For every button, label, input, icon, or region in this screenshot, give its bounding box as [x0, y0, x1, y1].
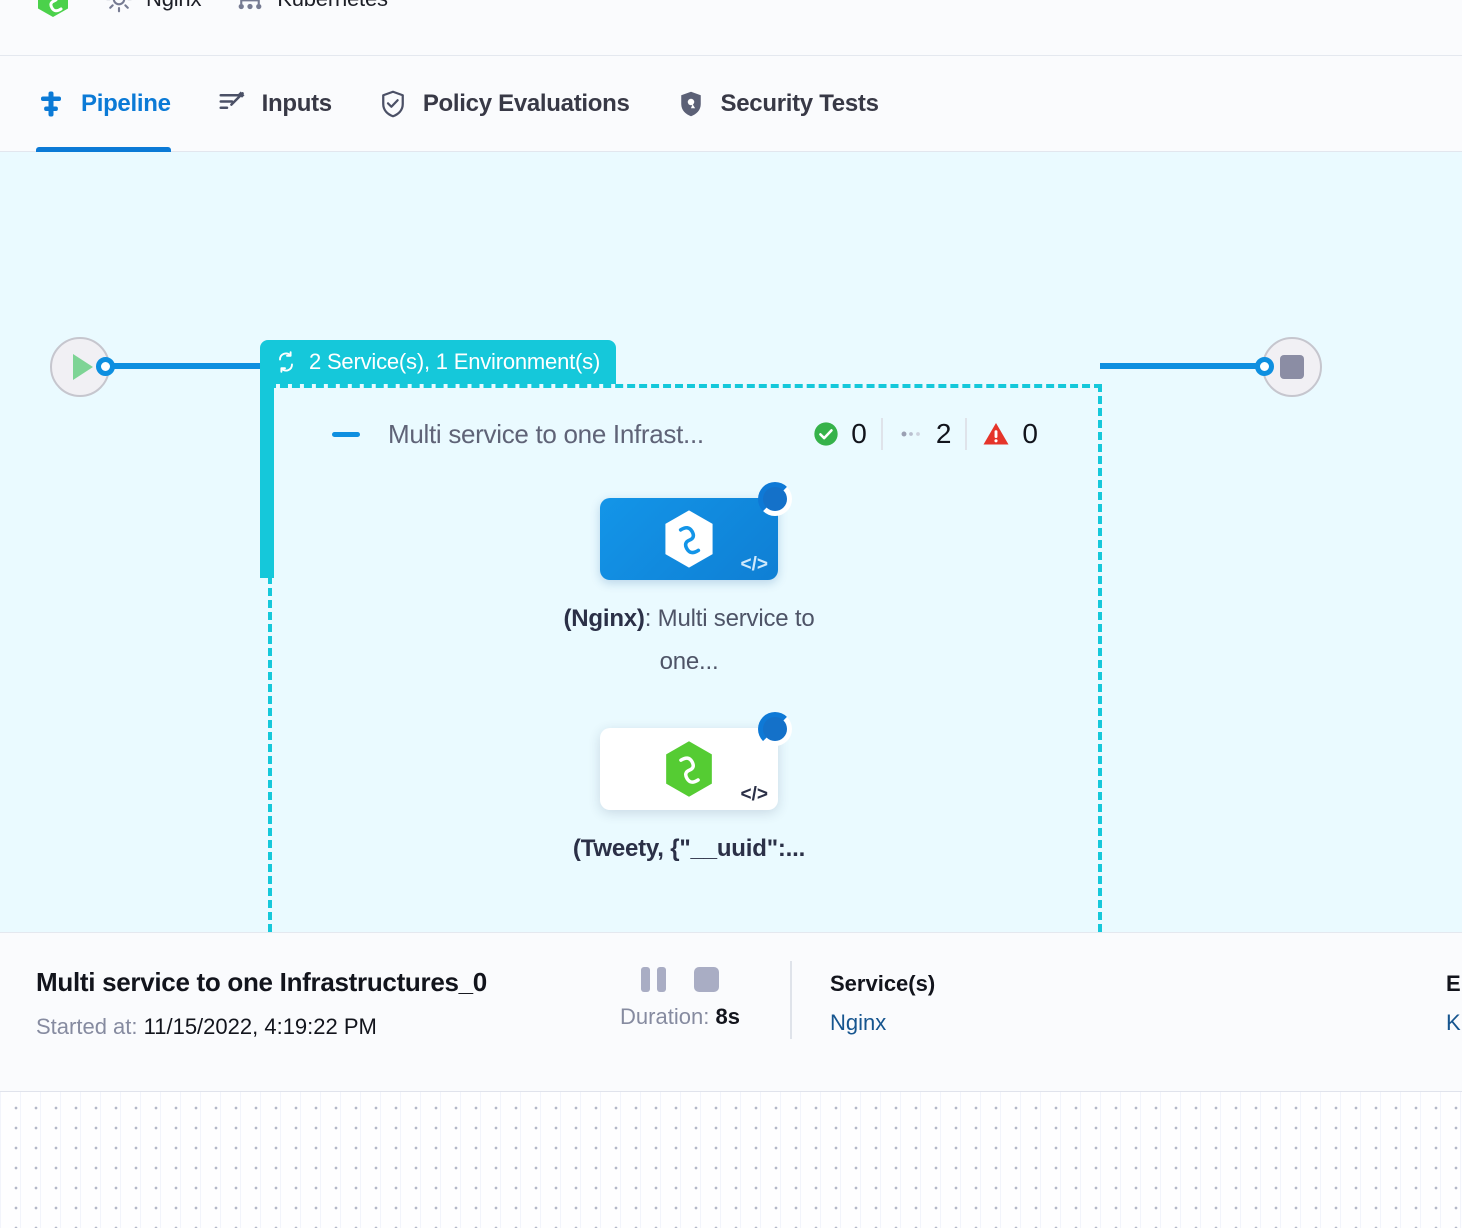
success-check-icon	[814, 422, 838, 446]
pipeline-end-node[interactable]	[1262, 337, 1322, 397]
stop-icon	[1280, 355, 1304, 379]
harness-hexagon-green-icon	[666, 741, 712, 797]
group-badge-label: 2 Service(s), 1 Environment(s)	[309, 349, 601, 374]
playback-controls	[641, 967, 719, 992]
group-container: Multi service to one Infrast... 0	[268, 384, 1102, 932]
duration-label: Duration:	[620, 1004, 710, 1029]
breadcrumb-label: Kubernetes	[277, 0, 388, 12]
connector-line-left	[113, 363, 265, 369]
count-value: 0	[851, 418, 867, 449]
duration-value: 8s	[715, 1004, 740, 1029]
pending-dots-icon	[901, 431, 920, 437]
execution-started: Started at: 11/15/2022, 4:19:22 PM	[36, 1014, 580, 1040]
pipeline-canvas[interactable]: 2 Service(s), 1 Environment(s) Multi ser…	[0, 152, 1462, 932]
running-spinner-icon	[758, 482, 792, 516]
code-brackets-icon: </>	[740, 784, 768, 805]
stage-title: Multi service to one Infrast...	[388, 418, 704, 449]
started-label: Started at:	[36, 1014, 138, 1039]
harness-hexagon-blue-icon	[665, 510, 713, 568]
count-pending: 2	[880, 418, 966, 450]
count-value: 0	[1022, 418, 1038, 449]
breadcrumb-label: Nginx	[146, 0, 201, 12]
tab-bar: Pipeline Inputs Policy Evaluations	[0, 56, 1462, 152]
stage-header: Multi service to one Infrast... 0	[332, 418, 1052, 450]
start-connector-dot	[96, 357, 115, 376]
breadcrumb: Nginx Kubernetes	[0, 0, 1462, 56]
tab-label: Policy Evaluations	[422, 89, 630, 117]
node-card[interactable]: </>	[600, 712, 792, 810]
node-card[interactable]: </>	[600, 482, 792, 580]
started-value: 11/15/2022, 4:19:22 PM	[143, 1014, 377, 1039]
play-icon	[73, 354, 93, 380]
tab-policy-evaluations[interactable]: Policy Evaluations	[378, 56, 630, 152]
collapse-dash-icon[interactable]	[332, 431, 360, 437]
group-left-bar	[260, 362, 274, 578]
services-column: Service(s) Nginx	[792, 933, 935, 1036]
tab-security-tests[interactable]: Security Tests	[676, 56, 879, 152]
tab-label: Security Tests	[720, 89, 879, 117]
policy-shield-check-icon	[381, 90, 404, 117]
stage-status-counts: 0 2	[798, 418, 1052, 450]
breadcrumb-item-nginx[interactable]: Nginx	[104, 0, 201, 14]
inputs-wand-icon	[219, 91, 245, 109]
execution-detail-bar: Multi service to one Infrastructures_0 S…	[0, 932, 1462, 1092]
environments-heading: Envi	[1446, 971, 1462, 996]
execution-title: Multi service to one Infrastructures_0	[36, 967, 487, 997]
tab-label: Inputs	[261, 89, 333, 117]
detail-divider	[790, 961, 792, 1039]
node-label: (Tweety, {"__uuid":...	[559, 828, 819, 871]
connector-line-right	[1100, 363, 1260, 369]
harness-hexagon-logo-icon	[38, 0, 68, 17]
loop-repeat-icon	[279, 351, 293, 373]
node-label: (Nginx): Multi service to one...	[559, 598, 819, 683]
dotted-grid-canvas[interactable]	[0, 1092, 1462, 1228]
services-heading: Service(s)	[830, 971, 936, 996]
node-label-rest: : Multi service to one...	[644, 605, 815, 675]
tab-inputs[interactable]: Inputs	[217, 56, 332, 152]
pause-button[interactable]	[641, 967, 666, 992]
execution-summary: Multi service to one Infrastructures_0 S…	[0, 933, 580, 1040]
count-value: 2	[935, 418, 952, 449]
breadcrumb-logo	[36, 0, 70, 17]
code-brackets-icon: </>	[740, 554, 768, 575]
pipeline-icon	[41, 91, 61, 116]
node-label-bold: (Tweety, {"__uuid":...	[572, 835, 806, 862]
service-node-nginx[interactable]: </> (Nginx): Multi service to one...	[563, 482, 815, 683]
gear-icon	[106, 0, 132, 13]
count-success: 0	[798, 418, 881, 450]
infrastructure-icon	[238, 0, 262, 10]
count-error: 0	[965, 418, 1052, 450]
security-shield-icon	[680, 91, 701, 116]
running-spinner-icon	[758, 712, 792, 746]
environments-value-link[interactable]: Kub	[1446, 1010, 1462, 1035]
duration-text: Duration: 8s	[620, 1004, 740, 1030]
tab-label: Pipeline	[81, 89, 171, 117]
stop-button[interactable]	[694, 967, 719, 992]
group-badge[interactable]: 2 Service(s), 1 Environment(s)	[260, 340, 617, 384]
error-warning-icon	[983, 423, 1009, 445]
services-value-link[interactable]: Nginx	[830, 1010, 887, 1035]
execution-controls: Duration: 8s	[580, 933, 780, 1030]
tab-pipeline[interactable]: Pipeline	[36, 56, 171, 152]
service-node-tweety[interactable]: </> (Tweety, {"__uuid":...	[573, 712, 805, 871]
node-label-bold: (Nginx)	[563, 605, 645, 632]
environments-column: Envi Kub	[1408, 933, 1462, 1036]
breadcrumb-item-kubernetes[interactable]: Kubernetes	[235, 0, 388, 14]
